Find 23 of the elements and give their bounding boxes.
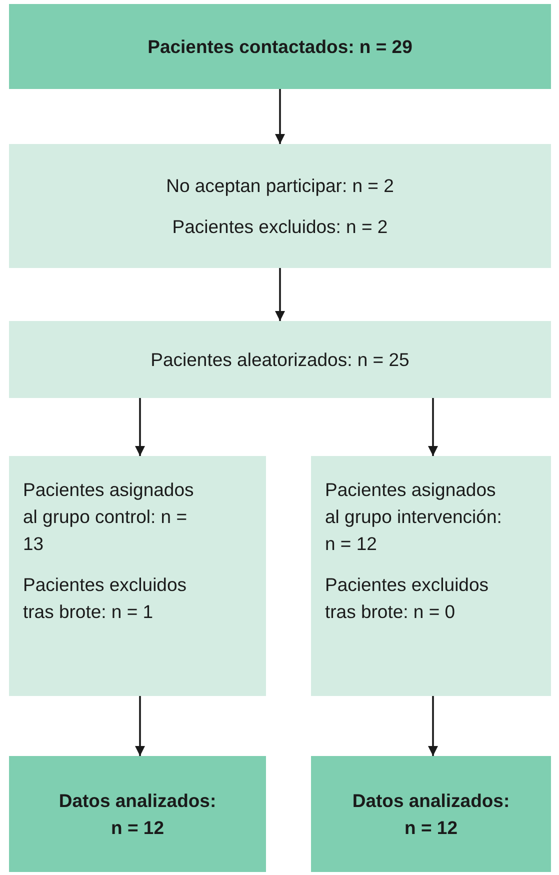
process-box [311,756,551,872]
step-text: Pacientes excluidos tras brote: n = 0 [325,573,490,624]
step-text: Pacientes asignados al grupo control: n = 13 [23,478,195,556]
process-box [9,756,266,872]
arrow [135,696,145,756]
process-box [311,456,551,696]
step-text: Pacientes excluidos: n = 2 [172,215,388,239]
result-text: Datos analizados: n = 12 [351,789,511,840]
step-text: Pacientes excluidos tras brote: n = 1 [23,573,188,624]
arrow [275,89,285,144]
arrow [428,398,438,456]
process-box [9,144,551,268]
process-box [9,321,551,398]
step-text: Pacientes asignados al grupo intervención: n = 12 [325,478,503,556]
process-box [9,4,551,89]
arrow [428,696,438,756]
step-text: Pacientes aleatorizados: n = 25 [150,348,410,372]
arrow [275,268,285,321]
step-text: No aceptan participar: n = 2 [166,174,394,198]
result-text: Pacientes contactados: n = 29 [148,35,412,59]
process-box [9,456,266,696]
result-text: Datos analizados: n = 12 [58,789,218,840]
arrow [135,398,145,456]
